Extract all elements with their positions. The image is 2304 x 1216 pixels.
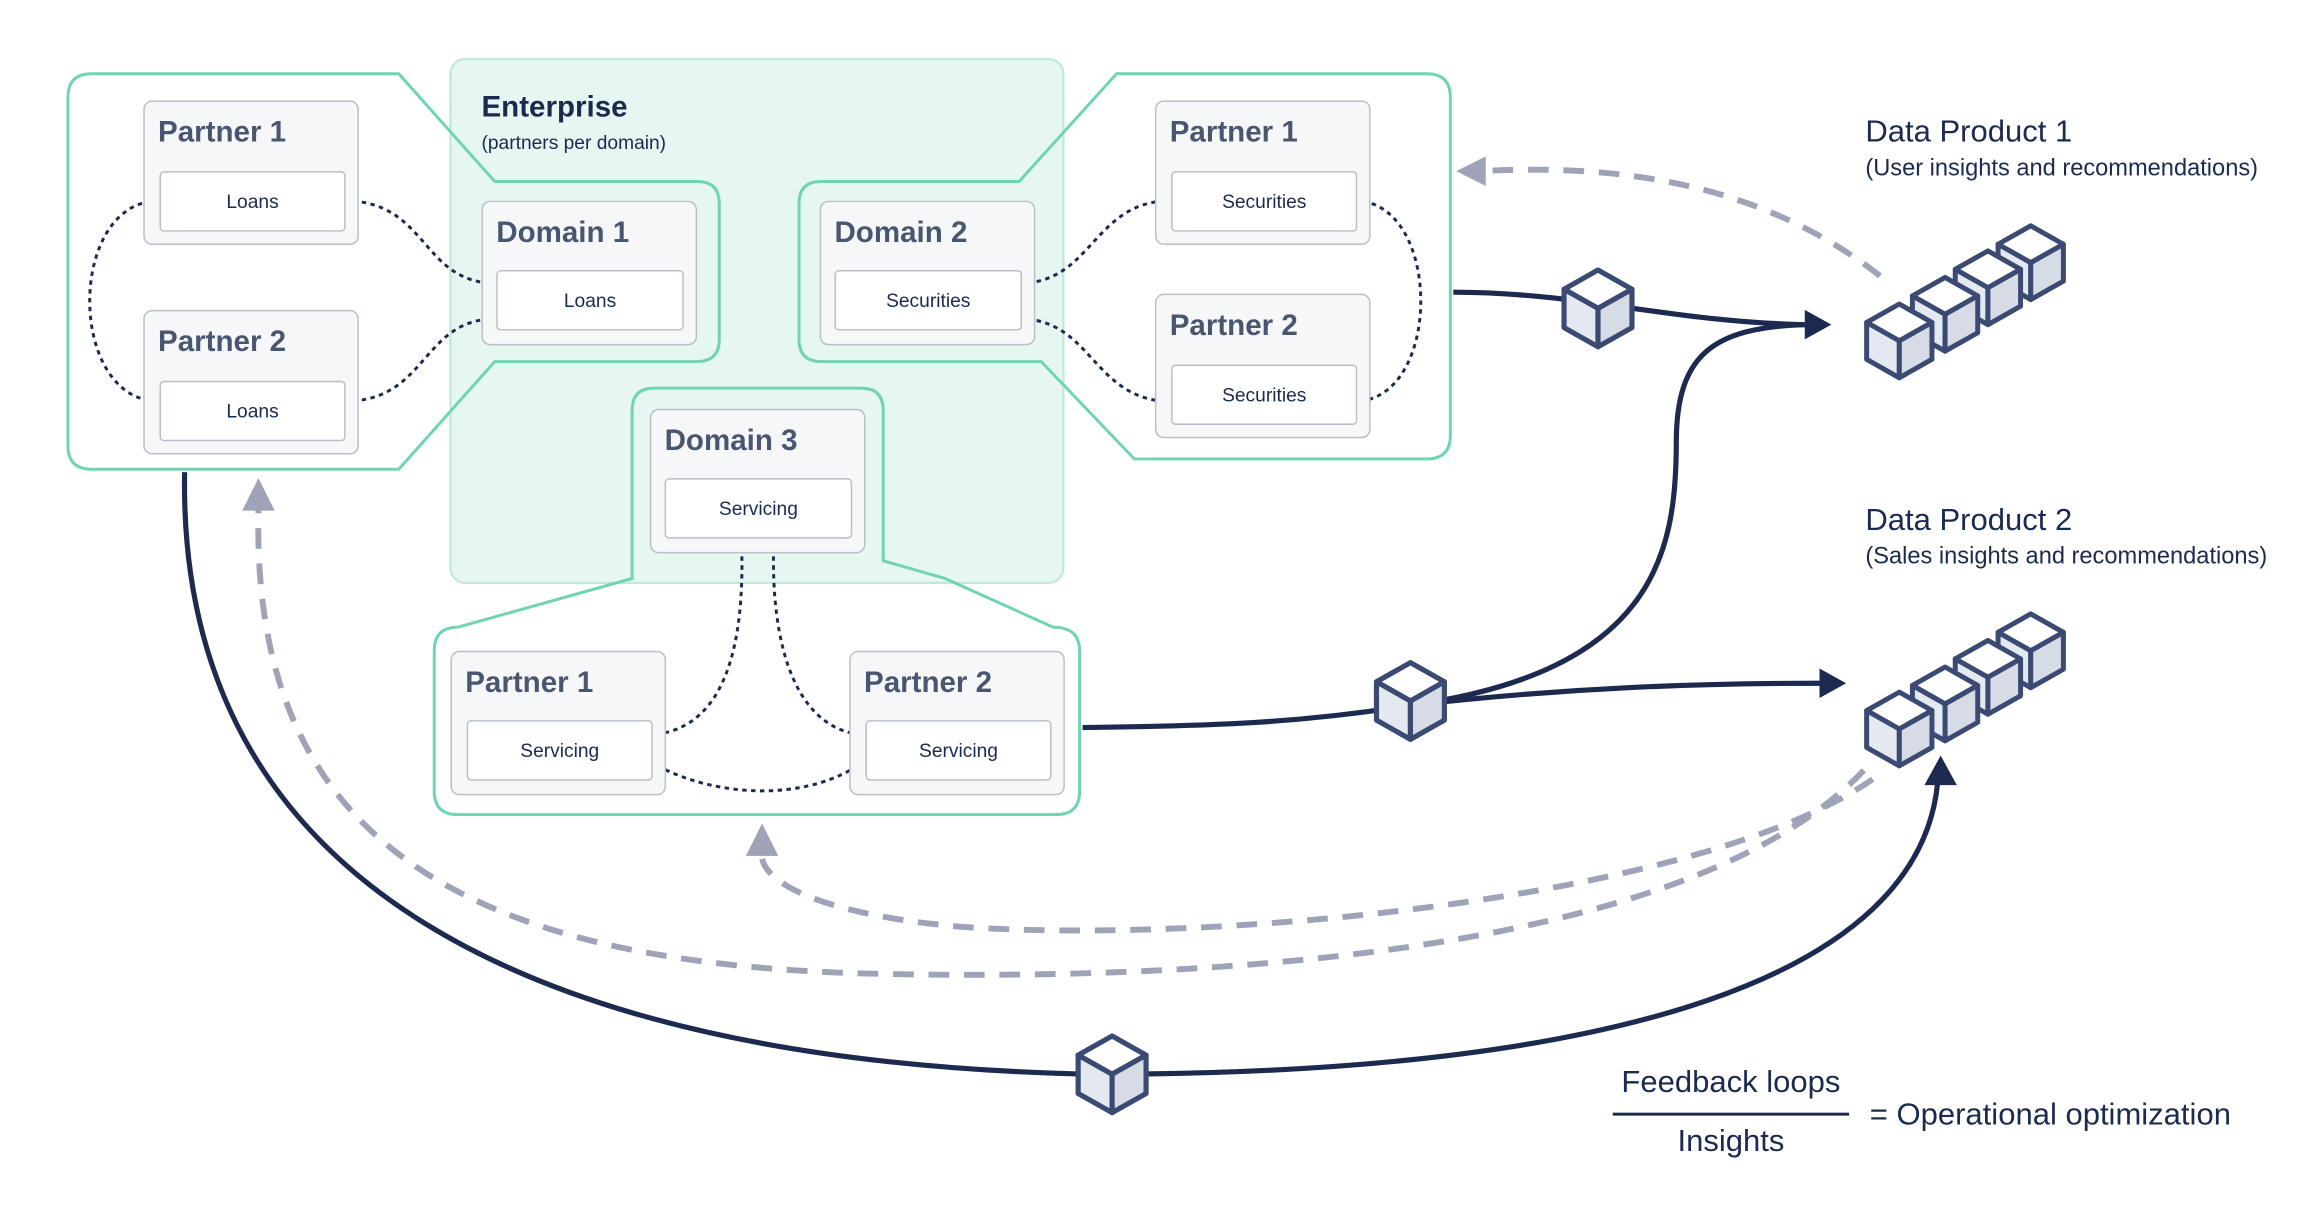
securities-partner-outline (797, 72, 1452, 461)
data-product-2-cubes (1867, 614, 2064, 766)
partner-links (88, 199, 1423, 793)
partner-item-chip: Securities (1171, 364, 1358, 426)
feedback-arrow-head-icon (242, 478, 275, 511)
enterprise-title: Enterprise (481, 91, 628, 124)
domain-title: Domain 1 (496, 216, 630, 250)
optimization-formula: Feedback loops Insights = Operational op… (1610, 1063, 2289, 1181)
feedback-arrow-head-icon (1456, 156, 1486, 186)
domain-item-chip: Servicing (664, 478, 853, 539)
enterprise-region (449, 57, 1065, 585)
feedback-loops (255, 166, 1882, 978)
partner-item-chip: Servicing (865, 720, 1052, 781)
domain-item-chip: Loans (496, 270, 684, 331)
servicing-partner-outline (432, 386, 1082, 817)
domain-title: Domain 2 (834, 216, 968, 250)
formula-result: = Operational optimization (1869, 1097, 2231, 1132)
feedback-arrow-head-icon (745, 823, 779, 856)
cube-icon (1564, 270, 1632, 347)
data-product-1-title: Data Product 1 (1865, 115, 2073, 150)
partner-card-loans-1: Partner 1 Loans (143, 100, 359, 245)
domain-card-3: Domain 3 Servicing (649, 408, 866, 554)
partner-card-securities-1: Partner 1 Securities (1154, 100, 1371, 245)
domain-item-chip: Securities (834, 270, 1023, 331)
formula-numerator: Feedback loops (1621, 1065, 1841, 1100)
data-product-1-subtitle: (User insights and recommendations) (1865, 156, 2259, 182)
enterprise-subtitle: (partners per domain) (481, 131, 667, 154)
partner-title: Partner 2 (1169, 309, 1298, 343)
domain-card-2: Domain 2 Securities (819, 200, 1036, 346)
cube-icon (1867, 304, 1932, 378)
partner-title: Partner 1 (465, 667, 594, 700)
formula-denominator: Insights (1677, 1124, 1785, 1159)
flow-arrow-head-icon (1819, 668, 1847, 699)
cube-icon (1867, 692, 1932, 766)
partner-title: Partner 2 (863, 667, 993, 700)
partner-title: Partner 1 (158, 116, 287, 150)
data-product-2-title: Data Product 2 (1865, 503, 2073, 538)
loans-partner-outline (66, 72, 721, 471)
cube-icon (1078, 1036, 1146, 1113)
partner-card-servicing-1: Partner 1 Servicing (450, 650, 667, 796)
domain-card-1: Domain 1 Loans (481, 200, 698, 346)
cube-icon (1376, 663, 1444, 740)
partner-title: Partner 2 (158, 326, 287, 359)
partner-card-securities-2: Partner 2 Securities (1154, 293, 1371, 439)
partner-item-chip: Loans (159, 380, 346, 442)
flow-arrow-head-icon (1924, 755, 1957, 786)
partner-card-servicing-2: Partner 2 Servicing (849, 650, 1065, 796)
data-product-2-subtitle: (Sales insights and recommendations) (1865, 544, 2268, 570)
partner-item-chip: Loans (159, 171, 346, 232)
partner-title: Partner 1 (1169, 116, 1298, 150)
partner-card-loans-2: Partner 2 Loans (143, 309, 359, 455)
flow-arrow-head-icon (1804, 309, 1832, 340)
domain-title: Domain 3 (664, 425, 798, 458)
data-product-1-cubes (1867, 226, 2064, 378)
partner-item-chip: Securities (1171, 171, 1358, 232)
partner-item-chip: Servicing (466, 720, 653, 781)
formula-fraction-bar (1612, 1112, 1850, 1115)
